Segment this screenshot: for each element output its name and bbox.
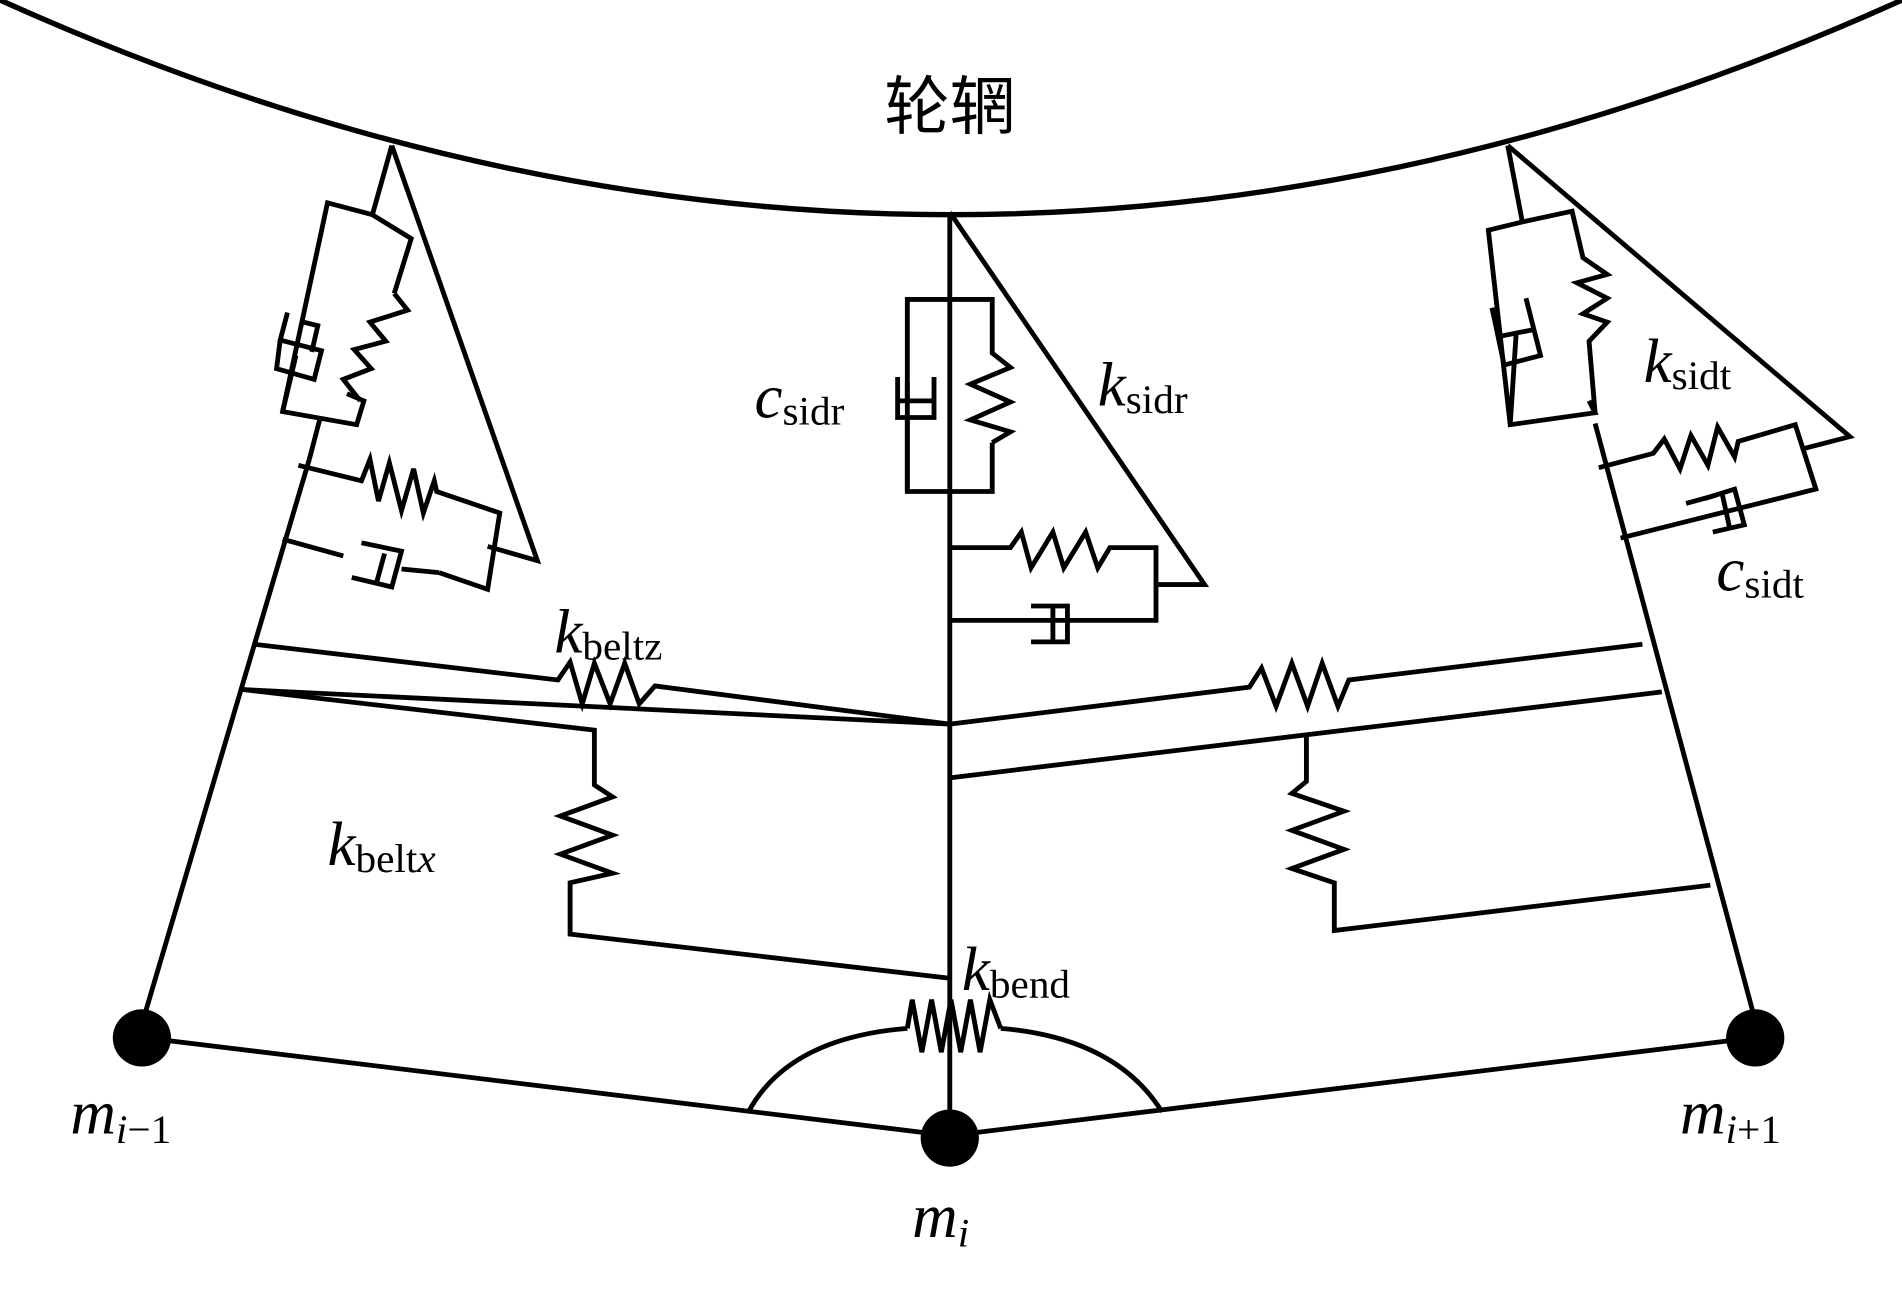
left-triangle-edge (389, 144, 542, 565)
left-sidewall-assembly (143, 144, 542, 1013)
left-sidewall-post-lower (143, 458, 312, 1013)
right-tangential-spring (1598, 420, 1819, 541)
left-radial-damper (273, 311, 325, 413)
center-radial-box-right (949, 297, 1017, 445)
label-k-beltx: kbeltx (328, 809, 436, 881)
bend-arc (746, 1025, 908, 1113)
center-radial-damper (895, 376, 937, 492)
label-m-cur: mi (912, 1182, 969, 1256)
label-k-beltz: kbeltz (554, 597, 662, 669)
left-box-to-post (306, 416, 323, 460)
label-m-next: mi+1 (1680, 1078, 1781, 1152)
center-sidewall-assembly (895, 211, 1210, 1110)
left-radial-box-right (371, 212, 415, 295)
right-radial-box (1485, 219, 1599, 428)
label-k-sidr: ksidr (1098, 350, 1188, 422)
right-triangle-edge (1506, 143, 1855, 451)
bend-spring (904, 990, 1004, 1053)
rim-label: 轮辋 (884, 70, 1015, 144)
right-sidewall-post-top (1505, 145, 1525, 223)
left-tangential-spring (297, 450, 503, 593)
beam-left (145, 1035, 951, 1139)
belt-x-spring-right (1284, 733, 1711, 934)
label-m-prev: mi−1 (70, 1078, 171, 1152)
left-radial-box (279, 199, 374, 428)
belt-x-spring-left (242, 687, 951, 981)
node-m-cur (920, 1109, 979, 1167)
label-k-sidt: ksidt (1644, 326, 1732, 398)
center-tangential-damper (1031, 603, 1070, 645)
label-k-bend: kbend (962, 935, 1070, 1007)
node-m-next (1726, 1009, 1785, 1067)
node-m-prev (112, 1009, 172, 1067)
left-radial-spring (339, 291, 412, 403)
right-radial-damper (1489, 297, 1544, 425)
beam-right (949, 1035, 1754, 1139)
bend-arc-right (1000, 1025, 1165, 1114)
belt-z-spring-left (242, 641, 951, 727)
right-tangential-damper (1685, 486, 1748, 535)
label-c-sidr: csidr (754, 362, 844, 434)
label-c-sidt: csidt (1716, 535, 1804, 607)
right-sidewall-assembly (1485, 143, 1855, 1013)
center-triangle-edge (947, 211, 1210, 587)
left-sidewall-post (370, 144, 395, 216)
center-tangential-spring (949, 526, 1159, 623)
right-sidewall-post-lower (1592, 422, 1756, 1013)
left-tangential-damper (281, 536, 440, 590)
right-radial-box-right (1521, 208, 1613, 413)
